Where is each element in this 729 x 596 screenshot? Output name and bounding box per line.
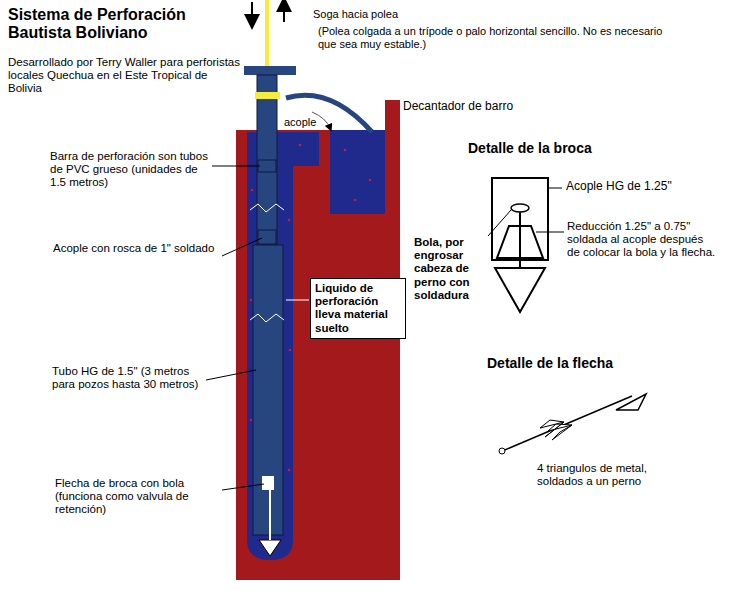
break-mark (250, 314, 284, 322)
threaded-coupler (258, 230, 276, 244)
credit-note: Desarrollado por Terry Waller para perfo… (8, 56, 240, 96)
bit-detail (488, 178, 564, 312)
note-box: Liquido de perforación lleva material su… (310, 278, 406, 339)
coupler-label: acople (284, 116, 334, 129)
tube-label: Tubo HG de 1.5" (3 metros para pozos has… (52, 365, 202, 391)
leader-line (222, 484, 264, 490)
t-handle (244, 66, 296, 75)
bit-stem (269, 490, 271, 540)
diagram-title: Sistema de Perforación Bautista Bolivian… (8, 6, 238, 43)
down-arrow (251, 2, 253, 22)
leader-line (222, 238, 262, 256)
mud-decanter (330, 130, 385, 214)
rope (265, 0, 269, 68)
coupler-label: Acople con rosca de 1" soldado (53, 242, 219, 255)
decanter-label: Decantador de barro (403, 100, 543, 114)
arrow-detail (499, 394, 646, 454)
part-label: Bola, por engrosar cabeza de perno con s… (414, 236, 486, 302)
section-heading: Detalle de la flecha (487, 355, 687, 371)
leader-line (206, 370, 256, 380)
up-arrow (283, 4, 285, 22)
part-label: Acople HG de 1.25" (566, 180, 716, 194)
pvc-pipe (257, 75, 277, 245)
part-label: Reducción 1.25" a 0.75" soldada al acopl… (567, 220, 719, 260)
decanter-wall (385, 100, 400, 132)
hg-tube (253, 245, 283, 535)
drill-bit (259, 540, 281, 556)
part-label: 4 triangulos de metal, soldados a un per… (537, 462, 687, 488)
valve-label: Flecha de broca con bola (funciona como … (55, 477, 219, 517)
break-mark (250, 204, 284, 212)
leader-line (212, 166, 260, 167)
section-heading: Detalle de la broca (468, 140, 668, 156)
pulley-note: (Polea colgada a un trípode o palo horiz… (318, 25, 663, 50)
yellow-band (255, 92, 280, 99)
pipe-label: Barra de perforación son tubos de PVC gr… (50, 150, 208, 190)
leader-line (286, 300, 309, 301)
valve-ball (262, 476, 274, 490)
note-text: Liquido de perforación lleva material su… (315, 282, 401, 335)
rope-label: Soga hacia polea (313, 8, 513, 21)
pipe-joint (258, 160, 276, 172)
